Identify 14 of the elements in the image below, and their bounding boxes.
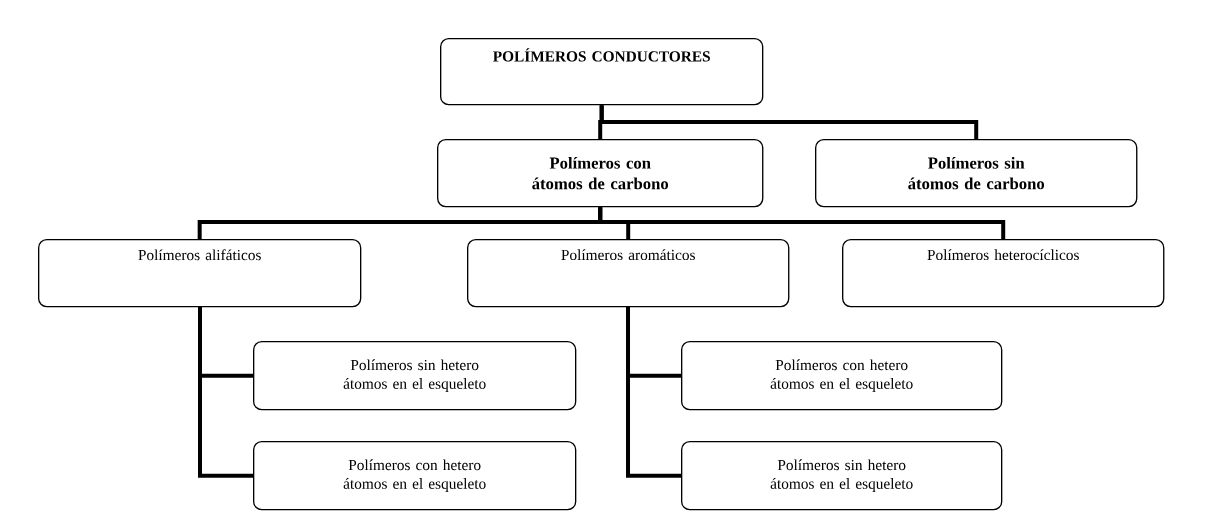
connector-line (598, 207, 1006, 239)
connector-line (599, 105, 979, 139)
connector-line (626, 306, 681, 478)
box: Polímeros con hetero átomos en el esqueleto (681, 341, 1003, 411)
box: Polímeros aromáticos (467, 239, 790, 308)
box: Polímeros heterocíclicos (842, 239, 1165, 308)
box: Polímeros sin hetero átomos en el esqueleto (253, 341, 577, 411)
box: Polímeros sin hetero átomos en el esqueleto (681, 441, 1003, 511)
box: POLÍMEROS CONDUCTORES (440, 38, 764, 106)
connector-line (198, 306, 253, 478)
box: Polímeros con átomos de carbono (437, 139, 764, 208)
box: Polímeros alifáticos (38, 239, 362, 308)
box: Polímeros con hetero átomos en el esqueleto (253, 441, 577, 511)
box: Polímeros sin átomos de carbono (815, 139, 1138, 208)
